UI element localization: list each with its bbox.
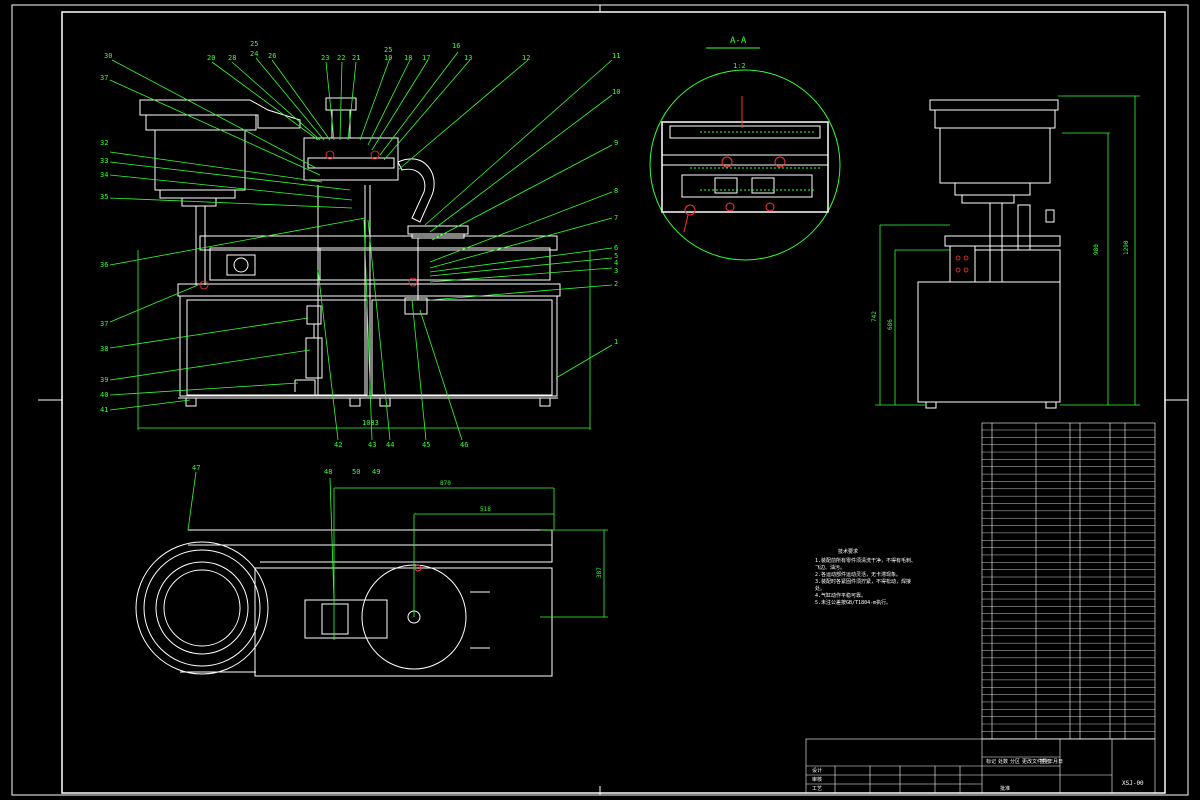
plan-dim-b: 518 (480, 506, 491, 513)
title-block-mark: 标记 (986, 758, 996, 765)
right-callout-0: 9 (614, 139, 618, 147)
bottom-callout-0: 42 (334, 441, 342, 449)
plan-view-dim-labels: 870 518 387 (440, 480, 603, 578)
right-callout-6: 3 (614, 267, 618, 275)
top-callout-10: 19 (384, 54, 392, 62)
left-callout-6: 37 (100, 320, 108, 328)
left-callout-10: 41 (100, 406, 108, 414)
bottom-callout-2: 44 (386, 441, 394, 449)
title-block-text: 标记 处数 分区 更改文件号 签名 年月日 设计 审核 工艺 批准 XSJ-00 (812, 758, 1144, 792)
note-line-1: 1.装配前所有零件须清洗干净，不得有毛刺、 (815, 557, 916, 564)
top-callout-0: 30 (104, 52, 112, 60)
top-callout-2: 28 (228, 54, 236, 62)
top-callout-15: 12 (522, 54, 530, 62)
right-callout-5: 4 (614, 259, 618, 267)
top-callout-14: 13 (464, 54, 472, 62)
title-block-review: 审核 (812, 776, 822, 783)
title-block (805, 738, 1156, 794)
left-callout-7: 38 (100, 345, 108, 353)
plan-callout-2: 50 (352, 468, 360, 476)
top-callout-3: 25 (250, 40, 258, 48)
side-view-dimensions (875, 95, 1140, 406)
top-callout-9: 25 (384, 46, 392, 54)
sheet-inner-border (61, 11, 1166, 794)
side-view-dim-labels: 980 1290 742 686 (871, 240, 1130, 330)
left-callout-4: 35 (100, 193, 108, 201)
plan-view (135, 529, 553, 677)
plan-callout-0: 47 (192, 464, 200, 472)
title-block-count: 处数 (998, 758, 1008, 765)
top-callout-7: 22 (337, 54, 345, 62)
notes-title: 技术要求 (838, 548, 858, 555)
right-callout-4: 5 (614, 252, 618, 260)
title-block-date: 年月日 (1048, 758, 1063, 765)
top-callout-16: 11 (612, 52, 620, 60)
title-block-approve: 批准 (1000, 785, 1010, 792)
title-block-sign: 签名 (1040, 758, 1050, 765)
note-line-5: 处。 (815, 585, 825, 592)
right-callout-2: 7 (614, 214, 618, 222)
title-block-zone: 分区 (1010, 758, 1020, 765)
section-scale: 1:2 (733, 62, 746, 70)
note-line-2: 飞边、油污。 (815, 564, 845, 571)
note-line-6: 4.气缸动作平稳可靠。 (815, 592, 866, 599)
side-dim-b: 1290 (1123, 240, 1130, 255)
front-view-annotations (109, 51, 613, 441)
bottom-callout-3: 45 (422, 441, 430, 449)
top-callout-5: 26 (268, 52, 276, 60)
plan-dim-a: 870 (440, 480, 451, 487)
top-callout-12: 17 (422, 54, 430, 62)
note-line-7: 5.未注公差按GB/T1804-m执行。 (815, 599, 891, 606)
top-callout-4: 24 (250, 50, 258, 58)
drawing-number: XSJ-00 (1122, 780, 1144, 787)
top-callout-1: 20 (207, 54, 215, 62)
note-line-4: 3.装配时各紧固件须拧紧，不得松动，焊接 (815, 578, 911, 585)
left-callout-3: 34 (100, 171, 108, 179)
left-callout-0: 37 (100, 74, 108, 82)
side-dim-a: 980 (1093, 244, 1100, 255)
side-dim-d: 686 (887, 319, 894, 330)
bottom-callout-4: 46 (460, 441, 468, 449)
parts-list-rows (982, 429, 1155, 739)
title-block-process: 工艺 (812, 786, 822, 792)
right-callout-1: 8 (614, 187, 618, 195)
top-callout-6: 23 (321, 54, 329, 62)
top-callout-17: 10 (612, 88, 620, 96)
title-block-design: 设计 (812, 767, 822, 774)
section-view-a-a: A-A 1:2 (649, 36, 841, 261)
side-dim-c: 742 (871, 311, 878, 322)
left-callout-5: 36 (100, 261, 108, 269)
plan-callout-3: 49 (372, 468, 380, 476)
left-callout-2: 33 (100, 157, 108, 165)
front-dim-label: 1083 (362, 419, 379, 427)
top-callout-11: 18 (404, 54, 412, 62)
bottom-callout-1: 43 (368, 441, 376, 449)
top-callout-8: 21 (352, 54, 360, 62)
top-callout-13: 16 (452, 42, 460, 50)
right-callout-3: 6 (614, 244, 618, 252)
plan-callout-1: 48 (324, 468, 332, 476)
note-line-3: 2.各运动部件运动灵活，无卡滞现象。 (815, 571, 901, 578)
plan-view-dimensions (187, 471, 608, 640)
front-view (139, 97, 561, 407)
right-callout-7: 2 (614, 280, 618, 288)
right-callout-8: 1 (614, 338, 618, 346)
side-view (917, 99, 1061, 409)
section-title: A-A (730, 36, 747, 46)
left-callout-8: 39 (100, 376, 108, 384)
left-callout-9: 40 (100, 391, 108, 399)
front-view-callouts: 1083 (362, 419, 379, 427)
parts-list (981, 422, 1156, 740)
left-callout-1: 32 (100, 139, 108, 147)
plan-dim-c: 387 (596, 567, 603, 578)
technical-notes: 技术要求 1.装配前所有零件须清洗干净，不得有毛刺、 飞边、油污。 2.各运动部… (815, 548, 916, 606)
title-block-change: 更改文件号 (1022, 758, 1047, 765)
